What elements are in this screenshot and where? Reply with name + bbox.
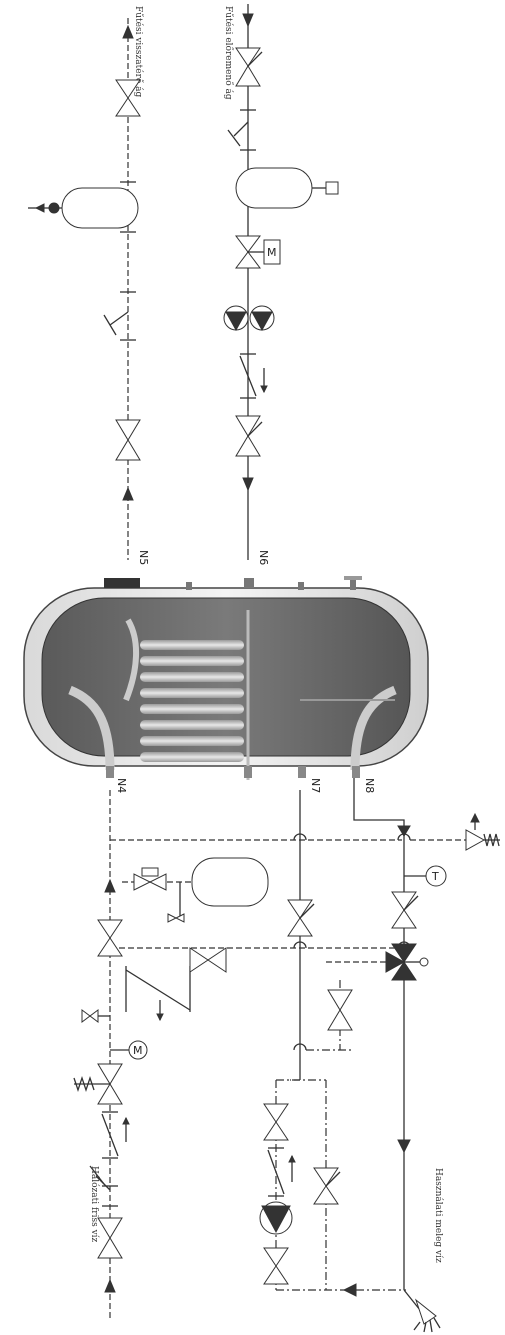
flow-valve-bottom[interactable] xyxy=(235,415,263,457)
nozzle-n8-label: N8 xyxy=(363,778,376,793)
motor-label: M xyxy=(267,246,277,259)
hot-water-bridges xyxy=(293,833,411,949)
circulation-valve-1[interactable] xyxy=(287,899,315,937)
safety-valve-mains[interactable] xyxy=(73,1063,123,1105)
mains-valve-bottom[interactable] xyxy=(97,1217,123,1259)
heating-return-label: Fűtési visszatérő ág xyxy=(133,6,144,98)
thermometer: T xyxy=(404,865,447,887)
hot-water-valve-1[interactable] xyxy=(391,891,419,929)
storage-tank xyxy=(23,576,429,780)
drain-valve-flow[interactable] xyxy=(227,121,249,147)
expansion-vessel-return xyxy=(28,187,139,229)
hot-water-line xyxy=(353,778,411,1290)
nozzle-n4-label: N4 xyxy=(115,778,128,793)
branch-valve[interactable] xyxy=(189,947,227,973)
shower-icon xyxy=(403,1289,441,1333)
circulation-bypass-valve[interactable] xyxy=(306,980,353,1051)
safety-valve-hot[interactable] xyxy=(410,812,500,851)
circulation-valve-4[interactable] xyxy=(313,1167,341,1205)
heat-exchanger-coil xyxy=(123,610,250,780)
drain-valve-mains[interactable] xyxy=(89,1165,111,1191)
gauge-icon xyxy=(48,202,60,214)
mains-water-label: Hálózati friss víz xyxy=(89,1166,100,1243)
return-valve-bottom[interactable] xyxy=(115,419,141,461)
heating-flow-line xyxy=(242,4,254,560)
nozzle-n5-label: N5 xyxy=(137,550,150,565)
circulation-pump[interactable] xyxy=(259,1201,293,1235)
motor-m-label: M xyxy=(133,1044,143,1057)
return-valve-top[interactable] xyxy=(115,79,141,117)
nozzle-n7-label: N7 xyxy=(309,778,322,793)
expansion-vessel-flow xyxy=(235,167,339,209)
heating-flow-label: Fűtési előremenő ág xyxy=(223,6,234,100)
check-valve-branch[interactable] xyxy=(125,966,191,1022)
mains-valve-1[interactable] xyxy=(97,919,123,957)
check-valve-flow[interactable] xyxy=(239,353,268,399)
flow-valve-top[interactable] xyxy=(235,47,263,87)
motor-valve-flow[interactable]: M xyxy=(235,235,281,269)
hot-water-label: Használati meleg víz xyxy=(433,1168,444,1263)
thermo-label: T xyxy=(431,870,439,883)
motor-indicator: M xyxy=(110,1040,148,1060)
small-drain-mains[interactable] xyxy=(81,1009,110,1023)
drain-valve-return[interactable] xyxy=(103,291,136,341)
circulation-valve-2[interactable] xyxy=(263,1103,289,1141)
circulation-pumps[interactable] xyxy=(223,305,275,332)
check-valve-mains[interactable] xyxy=(101,1111,130,1159)
circulation-valve-3[interactable] xyxy=(263,1247,289,1285)
expansion-vessel-mains xyxy=(122,857,269,923)
nozzle-n6-label: N6 xyxy=(257,550,270,565)
mixing-valve[interactable] xyxy=(385,943,429,981)
circulation-check-valve[interactable] xyxy=(267,1147,296,1197)
